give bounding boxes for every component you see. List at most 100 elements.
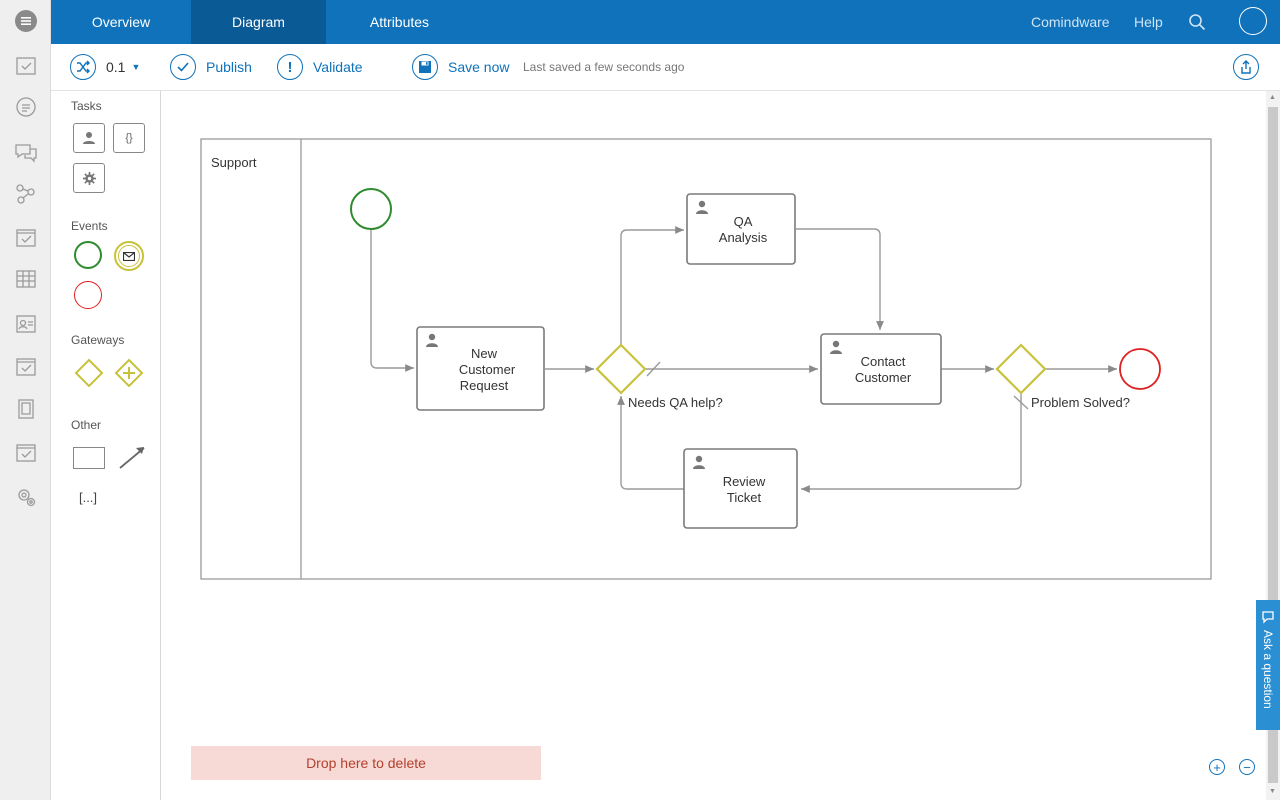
tab-overview[interactable]: Overview (51, 0, 191, 44)
annotation-tool[interactable]: [...] (78, 489, 98, 505)
default-flow-marker-2 (1013, 395, 1029, 410)
help-link[interactable]: Help (1134, 14, 1163, 30)
chat-icon[interactable] (13, 139, 39, 165)
user-task-tool[interactable] (73, 123, 105, 153)
lane-label: Support (211, 155, 257, 170)
task-label-line: Request (460, 378, 509, 393)
gateway-label-solved: Problem Solved? (1031, 395, 1130, 410)
ask-question-button[interactable]: Ask a question (1256, 600, 1280, 730)
diagram-canvas[interactable]: Support New (162, 91, 1258, 800)
task-label-line: Customer (855, 370, 912, 385)
zoom-out-button[interactable]: − (1239, 759, 1255, 775)
exclusive-gateway-tool[interactable] (73, 357, 105, 389)
default-flow-marker (646, 361, 661, 377)
validate-button[interactable]: ! Validate (277, 53, 363, 81)
task-label-line: Contact (861, 354, 906, 369)
task-review-ticket[interactable]: Review Ticket (683, 448, 798, 529)
user-icon (83, 132, 95, 144)
top-nav: Overview Diagram Attributes Comindware H… (51, 0, 1280, 44)
start-event[interactable] (350, 188, 392, 230)
gateway-label-qa: Needs QA help? (628, 395, 723, 410)
process-icon[interactable] (13, 181, 39, 207)
service-task-tool[interactable] (73, 163, 105, 193)
save-label: Save now (448, 59, 510, 75)
scroll-thumb[interactable] (1268, 107, 1278, 783)
bpmn-diagram: Support New (200, 138, 1212, 580)
gateway-needs-qa-help[interactable] (595, 343, 647, 395)
scroll-down-icon[interactable]: ▼ (1269, 788, 1276, 795)
palette-other-heading: Other (71, 418, 102, 432)
checklist-icon-2[interactable] (13, 354, 39, 380)
toolbar: 0.1 ▼ Publish ! Validate Save now Last s… (51, 44, 1280, 91)
user-icon (696, 200, 708, 214)
envelope-icon (123, 251, 135, 261)
exclamation-icon: ! (277, 54, 303, 80)
user-icon (693, 455, 705, 469)
speech-bubble-icon (1262, 611, 1274, 624)
version-value: 0.1 (106, 59, 126, 75)
task-label-line: Customer (459, 362, 516, 377)
tab-diagram[interactable]: Diagram (191, 0, 326, 44)
plus-icon: + (1213, 759, 1221, 775)
brand-link[interactable]: Comindware (1031, 14, 1110, 30)
start-event-tool[interactable] (74, 241, 102, 269)
flow-qa-to-contact[interactable] (796, 228, 884, 330)
task-label-line: QA (734, 214, 753, 229)
parallel-gateway-tool[interactable] (113, 357, 145, 389)
check-icon (170, 54, 196, 80)
zoom-in-button[interactable]: + (1209, 759, 1225, 775)
flow-review-to-gateway[interactable] (617, 396, 684, 490)
settings-icon[interactable] (13, 484, 39, 510)
message-event-tool[interactable] (114, 241, 144, 271)
gateway-problem-solved[interactable] (995, 343, 1047, 395)
saved-status-text: Last saved a few seconds ago (523, 60, 685, 74)
task-label-line: Analysis (719, 230, 768, 245)
palette-tasks-heading: Tasks (71, 99, 102, 113)
flow-solved-to-review[interactable] (801, 393, 1022, 493)
task-label-line: Ticket (727, 490, 762, 505)
tasks-icon[interactable] (13, 53, 39, 79)
floppy-icon (412, 54, 438, 80)
end-event[interactable] (1119, 348, 1161, 390)
validate-label: Validate (313, 59, 363, 75)
gear-icon (82, 171, 96, 185)
flow-start-to-request[interactable] (370, 229, 414, 372)
task-qa-analysis[interactable]: QA Analysis (686, 193, 796, 265)
contacts-icon[interactable] (13, 311, 39, 337)
left-rail (0, 0, 51, 800)
palette-events-heading: Events (71, 219, 108, 233)
minus-icon: − (1243, 759, 1251, 775)
checklist-icon[interactable] (13, 225, 39, 251)
connector-tool[interactable] (117, 443, 149, 471)
checklist-icon-3[interactable] (13, 440, 39, 466)
tab-attributes[interactable]: Attributes (326, 0, 473, 44)
shuffle-icon (70, 54, 96, 80)
publish-button[interactable]: Publish (170, 53, 252, 81)
scroll-up-icon[interactable]: ▲ (1269, 94, 1276, 101)
delete-zone-label: Drop here to delete (306, 755, 426, 771)
menu-icon[interactable] (13, 8, 39, 34)
user-icon (426, 333, 438, 347)
version-selector[interactable]: 0.1 ▼ (70, 53, 140, 81)
export-button[interactable] (1233, 53, 1259, 81)
end-event-tool[interactable] (74, 281, 102, 309)
table-icon[interactable] (13, 266, 39, 292)
flow-gateway-to-qa[interactable] (620, 226, 684, 345)
pool-tool[interactable] (73, 447, 105, 469)
save-button[interactable]: Save now (412, 53, 509, 81)
search-icon[interactable] (1188, 13, 1206, 31)
task-contact-customer[interactable]: Contact Customer (820, 333, 942, 405)
avatar[interactable] (1239, 7, 1267, 35)
chevron-down-icon: ▼ (131, 62, 141, 72)
delete-drop-zone[interactable]: Drop here to delete (191, 746, 541, 780)
script-task-tool[interactable]: {} (113, 123, 145, 153)
tab-overview-label: Overview (91, 14, 151, 30)
task-label-line: Review (723, 474, 766, 489)
feed-icon[interactable] (13, 94, 39, 120)
tab-attributes-label: Attributes (369, 14, 430, 30)
user-icon (830, 340, 842, 354)
documents-icon[interactable] (13, 396, 39, 422)
publish-label: Publish (206, 59, 252, 75)
task-new-customer-request[interactable]: New Customer Request (416, 326, 545, 411)
tab-diagram-label: Diagram (232, 14, 285, 30)
